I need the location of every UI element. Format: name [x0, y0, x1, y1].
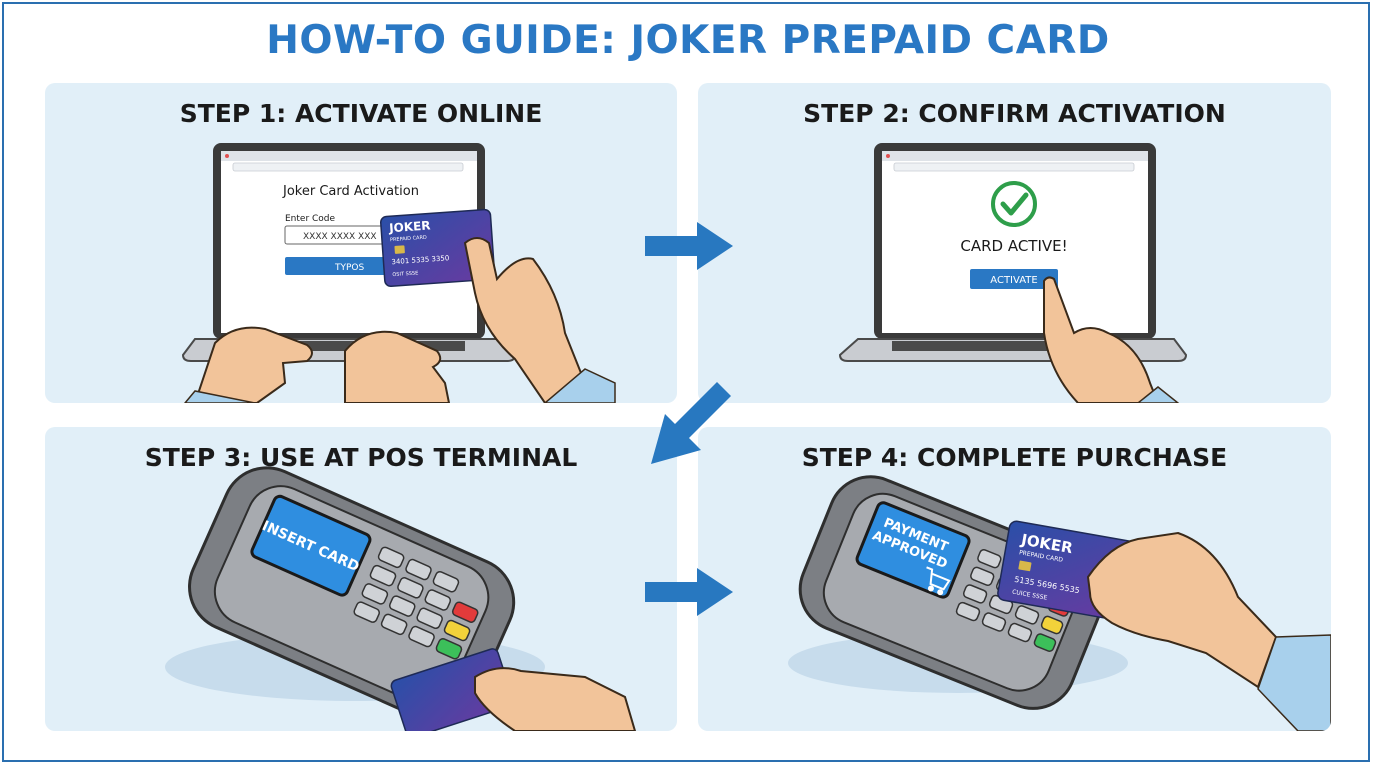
enter-key[interactable] — [435, 637, 463, 660]
arrow-down-left-icon — [651, 382, 731, 464]
left-sleeve — [184, 390, 256, 403]
right-sleeve — [543, 368, 616, 403]
arrow-right-icon — [645, 222, 733, 270]
step-1-illustration: Joker Card Activation Enter Code XXXX XX… — [181, 143, 616, 403]
pos-terminal: INSERT CARD — [188, 466, 516, 723]
activation-heading: Joker Card Activation — [282, 184, 419, 199]
card-active-text: CARD ACTIVE! — [960, 237, 1067, 255]
arrow-right-icon — [645, 568, 733, 616]
cart-icon — [926, 566, 951, 596]
sleeve — [1257, 634, 1331, 731]
hand — [474, 667, 637, 731]
card-sub: PREPAID CARD — [390, 235, 427, 244]
step-2-illustration: CARD ACTIVE! ACTIVATE — [838, 143, 1188, 403]
browser-tabbar — [882, 151, 1148, 161]
right-hand — [344, 330, 451, 403]
activate-submit-button[interactable] — [285, 257, 403, 275]
activate-button[interactable] — [970, 269, 1058, 289]
activate-button-label: ACTIVATE — [990, 275, 1037, 286]
chip-icon — [394, 245, 405, 254]
step-4-title: STEP 4: COMPLETE PURCHASE — [801, 443, 1228, 472]
card-brand: JOKER — [388, 218, 431, 235]
laptop-keyboard — [892, 341, 1122, 351]
cancel-key[interactable] — [451, 601, 479, 624]
activate-submit-label: TYPOS — [334, 263, 365, 273]
step-3-illustration: INSERT CARD — [165, 466, 637, 731]
checkmark-icon — [991, 181, 1037, 227]
step-3-panel: STEP 3: USE AT POS TERMINAL INSERT CARD — [45, 427, 677, 731]
chip-icon — [1018, 560, 1032, 572]
step-3-title: STEP 3: USE AT POS TERMINAL — [144, 443, 578, 472]
clear-key[interactable] — [1040, 615, 1064, 635]
step-1-panel: STEP 1: ACTIVATE ONLINE Joker Card Activ… — [45, 83, 677, 403]
browser-address-bar — [893, 162, 1135, 172]
step-4-illustration: PAYMENT APPROVED JOKER PREPAID CARD 5135… — [788, 475, 1331, 731]
step-2-title: STEP 2: CONFIRM ACTIVATION — [803, 99, 1226, 128]
terminal-screen — [250, 494, 372, 597]
joker-card: JOKER PREPAID CARD 3401 5335 3350 OSIT S… — [379, 208, 496, 288]
step-2-panel: STEP 2: CONFIRM ACTIVATION CARD ACTIVE! … — [698, 83, 1331, 403]
terminal-screen — [855, 501, 971, 599]
enter-key[interactable] — [1033, 633, 1057, 653]
card-holder: OSIT SSSE — [392, 270, 418, 278]
step-4-panel: STEP 4: COMPLETE PURCHASE PAYMENT APPROV… — [698, 427, 1331, 731]
browser-address-bar — [232, 162, 464, 172]
page-title: HOW-TO GUIDE: JOKER PREPAID CARD — [266, 18, 1110, 63]
code-field-label: Enter Code — [285, 214, 336, 224]
step-1-title: STEP 1: ACTIVATE ONLINE — [179, 99, 543, 128]
holding-hand — [463, 237, 587, 403]
code-input-value: XXXX XXXX XXX — [303, 232, 377, 242]
hand — [1086, 531, 1278, 689]
sleeve — [1136, 386, 1180, 403]
joker-card: JOKER PREPAID CARD 5135 5696 5535 CUICE … — [997, 520, 1141, 622]
pointing-hand — [1043, 276, 1160, 403]
keypad — [353, 546, 460, 648]
browser-tabbar — [221, 151, 477, 161]
clear-key[interactable] — [443, 619, 471, 642]
left-hand — [193, 326, 313, 403]
